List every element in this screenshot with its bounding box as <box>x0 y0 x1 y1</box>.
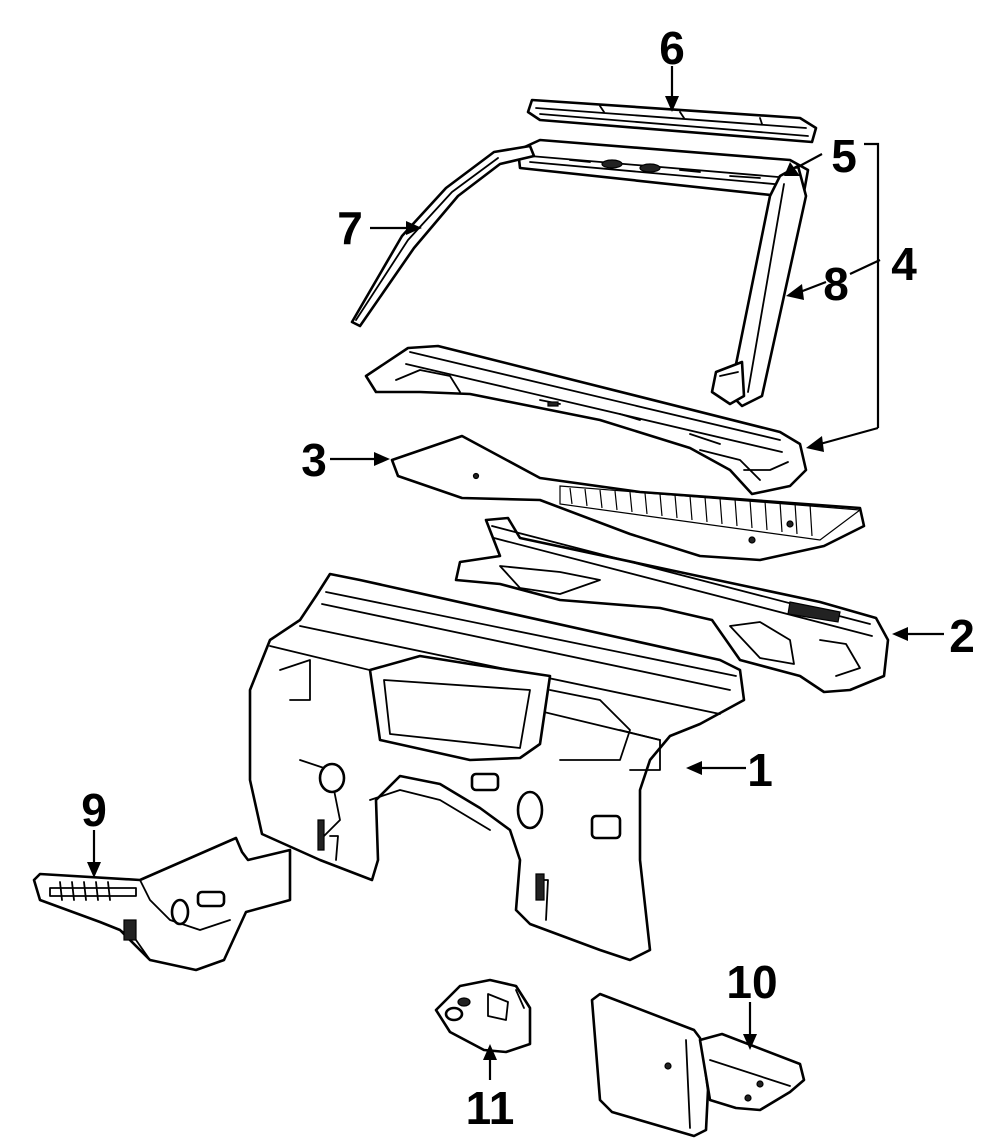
part-5-cowl-vent-panel <box>516 138 810 198</box>
part-8-right-pillar <box>710 164 808 408</box>
callout-3: 3 <box>301 434 327 486</box>
callout-labels: 6 5 7 8 4 3 2 1 9 10 11 <box>81 22 975 1134</box>
part-2-plenum-panel <box>454 516 890 694</box>
callout-6: 6 <box>659 22 685 74</box>
part-9-left-bracket <box>32 836 292 972</box>
callout-2: 2 <box>949 610 975 662</box>
leader-lines <box>87 66 944 1080</box>
callout-11: 11 <box>466 1082 515 1134</box>
callout-4: 4 <box>891 238 917 290</box>
callout-1: 1 <box>747 744 773 796</box>
callout-10: 10 <box>726 956 777 1008</box>
part-4-cowl-panel <box>364 344 808 496</box>
part-10-floor-bracket <box>590 992 806 1138</box>
part-1-dash-panel <box>248 572 746 962</box>
part-11-small-bracket <box>434 978 532 1054</box>
part-3-dash-insulator <box>390 434 866 562</box>
callout-8: 8 <box>823 258 849 310</box>
callout-5: 5 <box>831 130 857 182</box>
callout-7: 7 <box>337 202 363 254</box>
callout-9: 9 <box>81 784 107 836</box>
part-7-left-pillar-molding <box>350 144 536 328</box>
part-6-cowl-top-panel <box>526 98 818 144</box>
